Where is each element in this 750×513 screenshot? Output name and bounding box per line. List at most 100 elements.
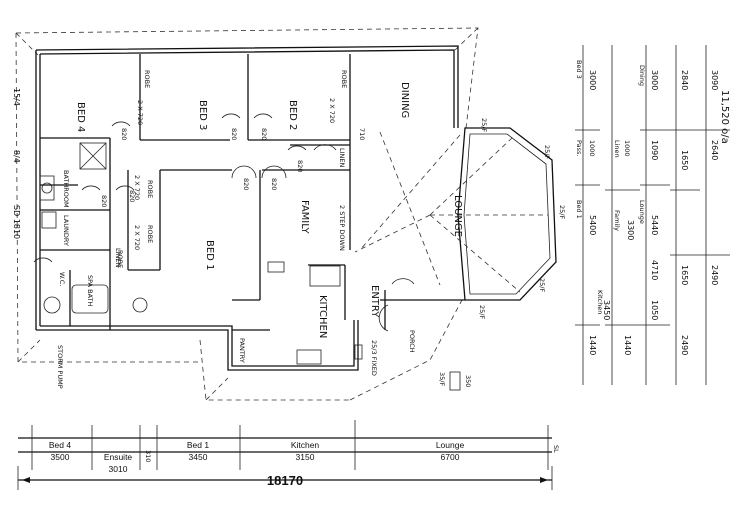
spa-bath-fixture: [71, 284, 109, 314]
svg-text:Linen: Linen: [613, 140, 621, 158]
svg-text:2490: 2490: [680, 335, 689, 355]
kitchen-bench: [309, 265, 341, 287]
svg-text:820: 820: [270, 178, 278, 190]
segment-ensuite-name: Ensuite: [104, 452, 133, 462]
room-family: FAMILY: [299, 200, 310, 234]
svg-text:1050: 1050: [650, 300, 659, 320]
room-robe-bed2: ROBE: [340, 70, 348, 88]
room-bed3: BED 3: [197, 100, 208, 130]
svg-text:Dining: Dining: [638, 65, 646, 86]
svg-text:820: 820: [242, 178, 250, 190]
step-down-note: 2 STEP DOWN: [338, 205, 346, 251]
svg-text:2 X 720: 2 X 720: [328, 98, 336, 123]
svg-text:820: 820: [260, 128, 268, 140]
svg-text:Bed 3: Bed 3: [575, 60, 583, 79]
svg-text:2840: 2840: [680, 70, 689, 90]
svg-text:3300: 3300: [626, 220, 635, 240]
svg-text:4710: 4710: [650, 260, 659, 280]
svg-text:3000: 3000: [650, 70, 659, 90]
svg-text:Bed 1: Bed 1: [575, 200, 583, 219]
svg-text:2 X 720: 2 X 720: [133, 175, 141, 200]
svg-text:25/F: 25/F: [480, 118, 488, 132]
svg-text:3090: 3090: [710, 70, 719, 90]
room-bed1: BED 1: [204, 240, 215, 270]
svg-text:3000: 3000: [588, 70, 597, 90]
svg-text:1650: 1650: [680, 265, 689, 285]
svg-text:710: 710: [358, 128, 366, 140]
door-swings: [33, 113, 415, 332]
segment-kitchen-value: 3150: [296, 452, 315, 462]
room-linen-2: LINEN: [338, 148, 346, 168]
porch-post: [449, 371, 461, 391]
svg-text:1440: 1440: [623, 335, 632, 355]
room-dining: DINING: [399, 82, 410, 118]
svg-text:1650: 1650: [680, 150, 689, 170]
storm-pump-note: STORM PUMP: [56, 345, 64, 389]
svg-text:820: 820: [120, 128, 128, 140]
svg-text:820: 820: [100, 195, 108, 207]
svg-text:1000: 1000: [623, 140, 631, 157]
room-bed2: BED 2: [287, 100, 298, 130]
svg-text:SD 1810: SD 1810: [12, 205, 21, 239]
svg-text:5400: 5400: [588, 215, 597, 235]
sink-fixture: [296, 349, 322, 365]
room-wc: W.C.: [58, 272, 66, 286]
svg-text:SL: SL: [552, 445, 560, 453]
svg-text:5440: 5440: [650, 215, 659, 235]
svg-text:1440: 1440: [588, 335, 597, 355]
total-overall-label: 11,520 o/a: [719, 90, 730, 144]
vanity-fixture: [39, 175, 55, 201]
svg-text:25/F: 25/F: [478, 305, 486, 319]
segment-lounge-name: Lounge: [436, 440, 465, 450]
svg-text:Lounge: Lounge: [638, 200, 646, 224]
svg-text:820: 820: [230, 128, 238, 140]
room-robe-ensuite: ROBE: [116, 250, 124, 268]
svg-text:820: 820: [296, 160, 304, 172]
svg-text:350: 350: [464, 375, 472, 387]
internal-walls: [40, 54, 465, 331]
basin-fixture: [132, 297, 148, 313]
roof-outline: [15, 27, 548, 401]
svg-text:310: 310: [144, 450, 152, 462]
svg-text:Kitchen: Kitchen: [596, 290, 604, 314]
svg-text:2490: 2490: [710, 265, 719, 285]
right-dimension-table: Bed 3 3000 Pass. 1000 Bed 1 5400 Kitchen…: [575, 45, 730, 385]
svg-text:3450: 3450: [602, 300, 611, 320]
room-lounge: LOUNGE: [452, 195, 463, 237]
svg-text:820: 820: [128, 190, 136, 202]
room-labels: BED 4 BED 3 BED 2 BED 1 DINING LOUNGE FA…: [56, 70, 463, 389]
svg-text:25/F: 25/F: [538, 278, 546, 292]
room-porch: PORCH: [408, 330, 416, 353]
toilet-fixture: [41, 211, 57, 229]
svg-text:15/4: 15/4: [12, 88, 21, 106]
svg-text:1000: 1000: [588, 140, 596, 157]
room-bathroom: BATHROOM: [62, 170, 70, 208]
svg-text:25/3 FIXED: 25/3 FIXED: [370, 340, 378, 376]
room-robe-bed1b: ROBE: [146, 225, 154, 243]
svg-text:25/F: 25/F: [543, 145, 551, 159]
fixtures: [39, 142, 461, 391]
shower-fixture: [79, 142, 107, 170]
room-entry: ENTRY: [369, 285, 380, 318]
external-walls: [35, 45, 459, 371]
svg-text:25/F: 25/F: [558, 205, 566, 219]
segment-lounge-value: 6700: [441, 452, 460, 462]
svg-text:1090: 1090: [650, 140, 659, 160]
room-robe-bed3: ROBE: [143, 70, 151, 88]
svg-text:Family: Family: [613, 210, 621, 231]
svg-text:35/F: 35/F: [438, 372, 446, 386]
room-robe-bed1a: ROBE: [146, 180, 154, 198]
segment-bed4-name: Bed 4: [49, 440, 71, 450]
room-laundry: LAUNDRY: [62, 215, 70, 246]
room-linen: LINEN: [114, 248, 122, 268]
bottom-dimension-strip: Bed 4 3500 Ensuite 3010 Bed 1 3450 Kitch…: [17, 420, 560, 490]
lounge-bay: [457, 127, 557, 301]
overall-length: 18170: [267, 473, 303, 488]
room-spa: SPA BATH: [86, 275, 94, 307]
segment-bed1-value: 3450: [189, 452, 208, 462]
fridge-fixture: [267, 261, 285, 273]
svg-text:Pass.: Pass.: [575, 140, 583, 156]
room-bed4: BED 4: [75, 102, 86, 132]
